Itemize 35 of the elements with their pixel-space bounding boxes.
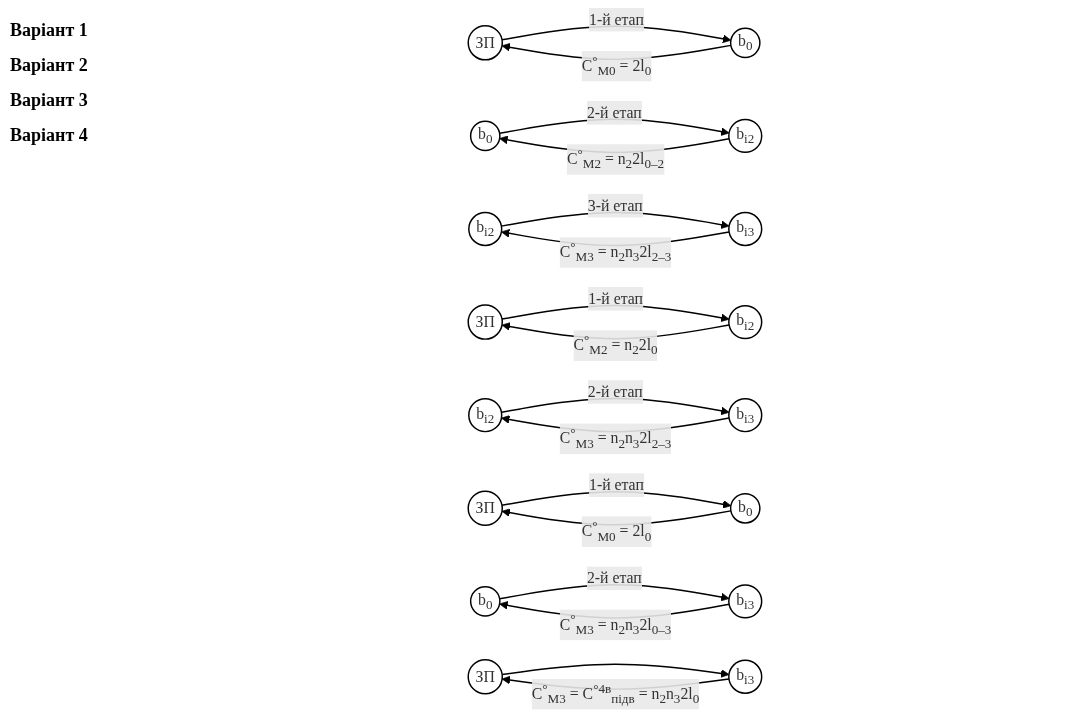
node-circle: b$_{i3}$ [728, 584, 763, 619]
edge-label: C$^{°}$$_{M3}$ = n$_{2}$n$_{3}$2l$_{2–3}$ [559, 239, 672, 265]
node-circle: b$_{i2}$ [468, 211, 503, 247]
node-circle: b$_{i2}$ [728, 118, 763, 154]
node-circle: ЗП [467, 304, 504, 340]
variant-heading: Варіант 3 [10, 90, 89, 111]
edge-label: C$^{°}$$_{M3}$ = n$_{2}$n$_{3}$2l$_{2–3}$ [559, 425, 672, 451]
edge-label: 2-й етап [587, 569, 642, 587]
node-circle: ЗП [467, 490, 504, 527]
node-circle: b$_{i3}$ [728, 211, 763, 247]
edge-label: C$^{°}$$_{M0}$ = 2l$_{0}$ [581, 518, 652, 544]
variant-heading: Варіант 2 [10, 55, 89, 76]
node-circle: ЗП [467, 658, 504, 695]
node-circle: b$_{i3}$ [728, 659, 763, 694]
node-circle: b$_{i2}$ [468, 398, 503, 433]
edge-label: 2-й етап [587, 103, 642, 121]
edge-label: 1-й етап [588, 289, 643, 307]
edge-label: 3-й етап [587, 196, 643, 214]
edge-label: 1-й етап [589, 10, 644, 28]
edge-label: C$^{°}$$_{M2}$ = n$_{2}$2l$_{0–2}$ [566, 146, 665, 172]
variant-heading: Варіант 4 [10, 125, 89, 146]
edge-label: C$^{°}$$_{M0}$ = 2l$_{0}$ [581, 52, 652, 79]
node-circle: b$_{i3}$ [728, 398, 763, 433]
variant-heading: Варіант 1 [10, 20, 89, 41]
edge-label: 1-й етап [589, 476, 644, 494]
edge-label: C$^{°}$$_{M3}$ = C$^{°4в}$$_{підв}$ = n$_{2}$n$_{3}$2l$_{0}$ [531, 681, 700, 707]
node-circle: b$_{i2}$ [728, 304, 763, 340]
node-circle: b$_{0}$ [469, 120, 501, 152]
node-circle: ЗП [467, 25, 504, 61]
edge-label: 2-й етап [587, 383, 643, 400]
edge-label: C$^{°}$$_{M3}$ = n$_{2}$n$_{3}$2l$_{0–3}$ [559, 611, 672, 637]
node-circle: b$_{0}$ [729, 492, 761, 524]
edge-label: C$^{°}$$_{M2}$ = n$_{2}$2l$_{0}$ [573, 332, 658, 358]
node-circle: b$_{0}$ [729, 27, 761, 59]
node-circle: b$_{0}$ [469, 586, 501, 617]
